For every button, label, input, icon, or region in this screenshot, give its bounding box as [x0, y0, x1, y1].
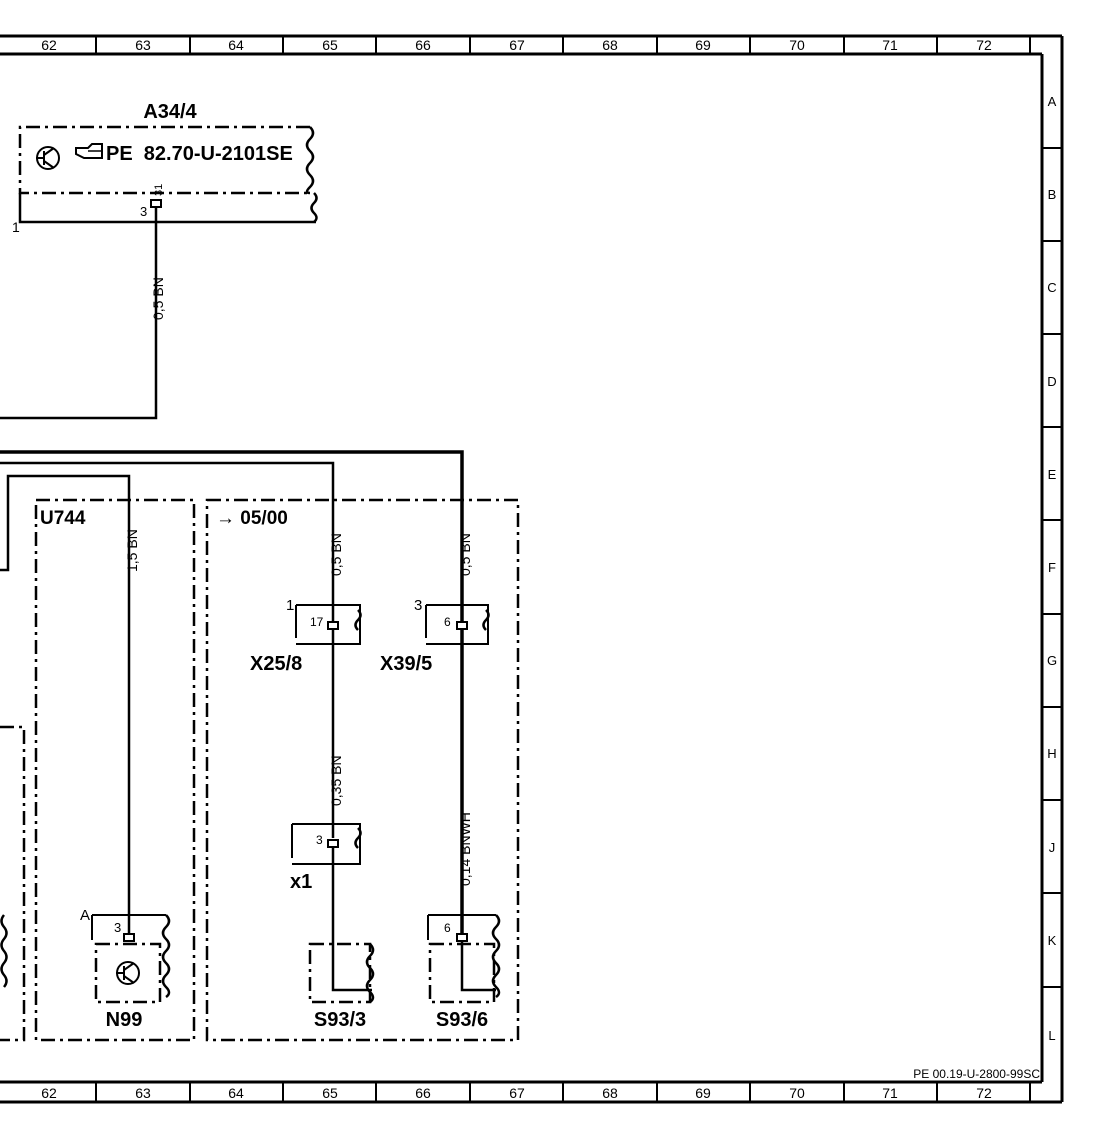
pin-label: 3 [414, 597, 422, 614]
box-variant-05-00: → 05/00 [205, 498, 520, 1042]
pin-label: A [80, 907, 90, 924]
wire-bus-middle [0, 461, 335, 502]
pin-number: 3 [316, 833, 323, 847]
row-label: C [1047, 280, 1056, 295]
transistor-icon [36, 146, 60, 170]
row-label: J [1049, 840, 1056, 855]
pin-label: 1 [12, 219, 20, 235]
component-label: S93/3 [314, 1009, 366, 1031]
pin-number: 17 [310, 615, 324, 629]
wire-a34-ground [0, 207, 158, 420]
component-label: S93/6 [436, 1009, 488, 1031]
row-label: F [1048, 560, 1056, 575]
col-label: 70 [789, 1085, 805, 1101]
col-label: 70 [789, 37, 805, 53]
component-a34-4: A34/4 PE 82.70-U-2101SE 1 3 31 [12, 101, 318, 235]
col-label: 63 [135, 37, 151, 53]
col-label: 63 [135, 1085, 151, 1101]
connector-x1: 3 x1 [290, 823, 362, 893]
row-label: E [1048, 467, 1057, 482]
col-label: 69 [695, 1085, 711, 1101]
component-label: X39/5 [380, 653, 432, 675]
pin-number: 6 [444, 921, 451, 935]
connector-x39-5: 3 6 X39/5 [380, 597, 490, 675]
col-label: 65 [322, 1085, 338, 1101]
sheet-frame [0, 34, 1064, 1104]
row-label: H [1047, 746, 1056, 761]
row-label: K [1048, 933, 1057, 948]
component-s93-3: S93/3 [308, 942, 375, 1031]
pin-number: 3 [114, 920, 121, 935]
col-label: 71 [882, 37, 898, 53]
col-label: 64 [228, 1085, 244, 1101]
row-labels: A B C D E F G H J K L [1047, 94, 1057, 1043]
transistor-icon [116, 961, 140, 985]
row-ticks [1042, 147, 1062, 988]
col-label: 62 [41, 1085, 57, 1101]
component-label: A34/4 [143, 101, 197, 123]
col-label: 72 [976, 37, 992, 53]
wire-x1-s93-3 [331, 847, 372, 992]
pin-label: 1 [286, 597, 294, 614]
row-label: B [1048, 187, 1057, 202]
row-label: G [1047, 653, 1057, 668]
col-label: 66 [415, 37, 431, 53]
wire-label: 0,5 BN [457, 533, 473, 576]
wire-label: 0,14 BNWH [457, 812, 473, 886]
column-ticks [95, 36, 1031, 1102]
connector-x25-8: 1 17 X25/8 [250, 597, 362, 675]
col-label: 68 [602, 1085, 618, 1101]
pin-number: 6 [444, 615, 451, 629]
sheet-reference: PE 00.19-U-2800-99SC [913, 1067, 1040, 1081]
col-label: 62 [41, 37, 57, 53]
box-u744: U744 [34, 498, 196, 1042]
col-label: 68 [602, 37, 618, 53]
pin-number: 3 [140, 204, 147, 219]
box-offpage-left [0, 725, 26, 1042]
column-labels-top: 62 63 64 65 66 67 68 69 70 71 72 [41, 37, 992, 53]
col-label: 69 [695, 37, 711, 53]
wire-label: 0,5 BN [150, 277, 166, 320]
col-label: 65 [322, 37, 338, 53]
col-label: 72 [976, 1085, 992, 1101]
wire-label: 1,5 BN [124, 529, 140, 572]
box-label: U744 [40, 508, 86, 529]
component-s93-6: 6 S93/6 [427, 914, 501, 1031]
pin-code: 31 [153, 184, 165, 196]
variant-label: → 05/00 [216, 508, 288, 529]
row-label: D [1047, 374, 1056, 389]
col-label: 67 [509, 37, 525, 53]
row-label: L [1048, 1028, 1055, 1043]
col-label: 64 [228, 37, 244, 53]
component-label: X25/8 [250, 653, 302, 675]
col-label: 66 [415, 1085, 431, 1101]
component-reference: PE 82.70-U-2101SE [106, 143, 293, 165]
row-label: A [1048, 94, 1057, 109]
component-label: N99 [106, 1009, 143, 1031]
component-n99: A 3 N99 [80, 907, 171, 1031]
column-labels-bottom: 62 63 64 65 66 67 68 69 70 71 72 [41, 1085, 992, 1101]
wire-bus-outer [0, 450, 464, 502]
wire-bus-inner [0, 474, 131, 572]
col-label: 71 [882, 1085, 898, 1101]
wire-label: 0,35 BN [328, 755, 344, 806]
col-label: 67 [509, 1085, 525, 1101]
pointing-hand-icon [75, 143, 103, 159]
component-label: x1 [290, 871, 312, 893]
wire-label: 0,5 BN [328, 533, 344, 576]
